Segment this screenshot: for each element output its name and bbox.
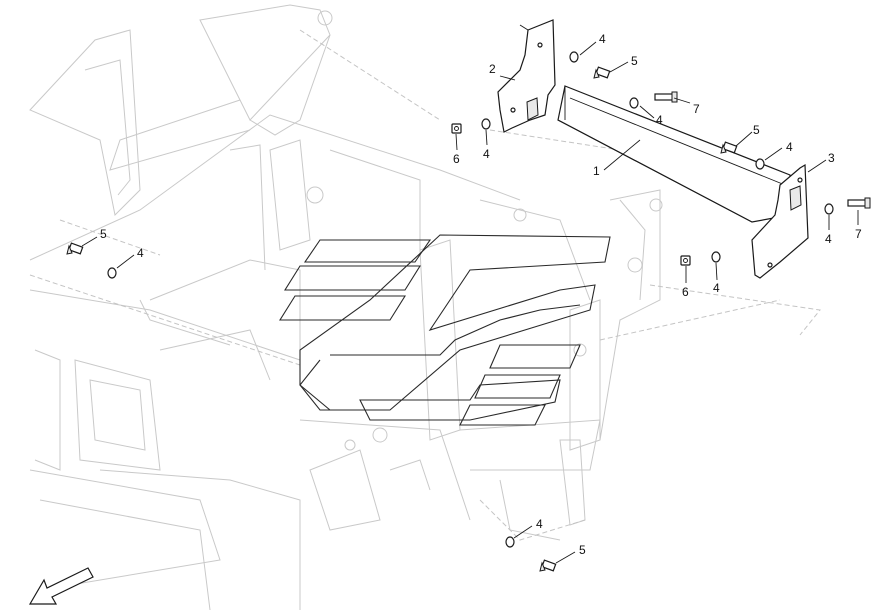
washer-icon	[629, 97, 639, 109]
callout-5: 5	[753, 123, 760, 137]
callout-7: 7	[855, 227, 862, 241]
callout-1: 1	[593, 164, 600, 178]
callout-5: 5	[579, 543, 586, 557]
washer-icon	[711, 251, 721, 263]
callout-2: 2	[489, 62, 496, 76]
callout-3: 3	[828, 151, 835, 165]
leader-lines	[81, 41, 859, 564]
bolt-icon	[593, 66, 611, 79]
nut-icon	[680, 255, 691, 266]
right-mounting-bracket	[751, 163, 809, 279]
washer-icon	[107, 267, 117, 279]
washer-icon	[755, 158, 765, 170]
callout-4: 4	[656, 113, 663, 127]
long-bolt-icon	[847, 197, 871, 209]
callout-5: 5	[100, 227, 107, 241]
nut-icon	[451, 123, 462, 134]
callout-4: 4	[483, 147, 490, 161]
callout-4: 4	[536, 517, 543, 531]
machine-frame-background	[29, 4, 821, 611]
callout-6: 6	[453, 152, 460, 166]
brand-logo-watermark	[279, 234, 611, 426]
washer-icon	[824, 203, 834, 215]
callout-labels: 2 4 5 7 4 6 4 1 5 3 4 4 7 4 6 5 4 4 5	[100, 32, 862, 557]
callout-4: 4	[599, 32, 606, 46]
washer-icon	[481, 118, 491, 130]
callout-7: 7	[693, 102, 700, 116]
washer-icon	[569, 51, 579, 63]
bolt-icon	[539, 559, 557, 572]
callout-5: 5	[631, 54, 638, 68]
bolt-icon	[720, 141, 738, 154]
hardware-fasteners	[66, 51, 871, 572]
long-bolt-icon	[654, 91, 678, 103]
left-mounting-bracket	[497, 19, 556, 133]
bolt-icon	[66, 242, 84, 255]
callout-4: 4	[137, 246, 144, 260]
callout-4: 4	[825, 232, 832, 246]
callout-4: 4	[786, 140, 793, 154]
crossbar-rail	[557, 85, 791, 223]
callout-6: 6	[682, 285, 689, 299]
callout-4: 4	[713, 281, 720, 295]
washer-icon	[505, 536, 515, 548]
front-direction-arrow-icon	[28, 567, 94, 605]
